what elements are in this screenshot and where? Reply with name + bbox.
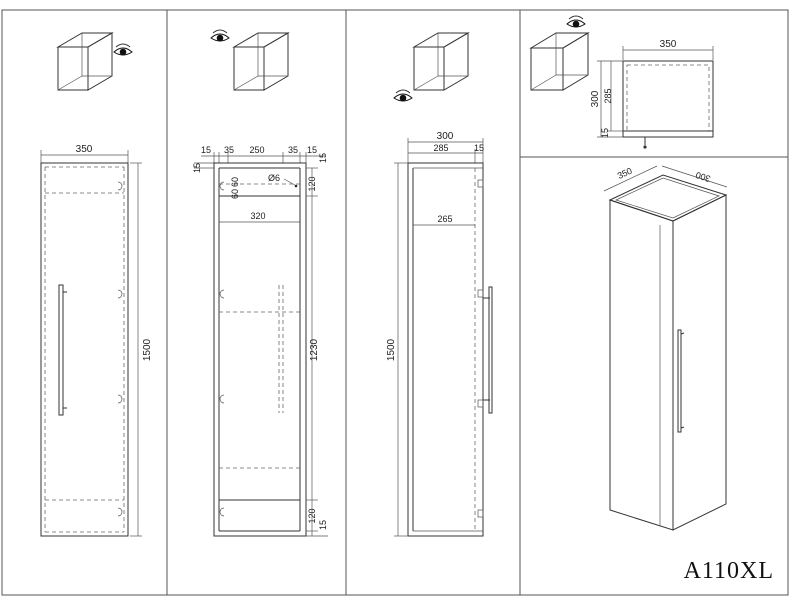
dim-top-panel: 15 [600, 128, 610, 138]
dim-right-35: 35 [288, 145, 298, 155]
side-view-cube-icon [56, 32, 114, 91]
top-plan: 350 300 285 15 [590, 39, 714, 149]
model-code: A110XL [684, 558, 774, 584]
dim-iso-depth: 300 [694, 170, 711, 184]
dim-left-35: 35 [224, 145, 234, 155]
side-elevation: 350 1500 [40, 144, 153, 537]
eye-icon [566, 15, 586, 28]
dim-side-width: 350 [76, 144, 93, 155]
inner-elevation: 15 35 250 35 15 15 15 60 60 Ø6 120 320 [192, 145, 328, 537]
cabinet-3d-icon: 350 300 [603, 166, 728, 531]
dim-left-15: 15 [201, 145, 211, 155]
dim-120-bottom: 120 [307, 508, 317, 523]
dim-top-left-15: 15 [192, 163, 202, 173]
dim-top-inner-depth: 285 [603, 88, 613, 103]
dim-front-285: 285 [433, 143, 448, 153]
eye-icon [113, 43, 133, 56]
front-elevation: 300 285 15 265 1500 [386, 131, 493, 537]
dim-60a: 60 [230, 177, 240, 187]
dim-1230: 1230 [309, 338, 320, 361]
dim-60b: 60 [230, 189, 240, 199]
sheet-border [1, 9, 789, 596]
front-panel-highlight [413, 46, 445, 91]
back-panel-highlight [233, 46, 265, 91]
dim-right-15: 15 [307, 145, 317, 155]
dim-15-bottom: 15 [318, 520, 328, 530]
dim-320: 320 [250, 211, 265, 221]
dim-iso-width: 350 [616, 166, 634, 181]
front-view-cube-icon [412, 32, 470, 91]
side-panel-highlight [87, 32, 113, 91]
dim-front-height: 1500 [386, 338, 397, 361]
top-view-cube-icon [529, 32, 590, 91]
eye-icon [393, 89, 413, 102]
dim-hole-diameter: Ø6 [268, 173, 280, 183]
dim-top-right-15: 15 [318, 153, 328, 163]
dim-front-265: 265 [437, 214, 452, 224]
eye-icon [210, 29, 230, 42]
dim-250: 250 [249, 145, 264, 155]
dim-front-300: 300 [437, 131, 454, 142]
top-panel-highlight [529, 32, 590, 49]
dim-side-height: 1500 [142, 338, 153, 361]
dim-front-15: 15 [474, 143, 484, 153]
dim-top-depth: 300 [590, 90, 601, 107]
dim-top-width: 350 [660, 39, 677, 50]
back-view-cube-icon [232, 32, 290, 91]
